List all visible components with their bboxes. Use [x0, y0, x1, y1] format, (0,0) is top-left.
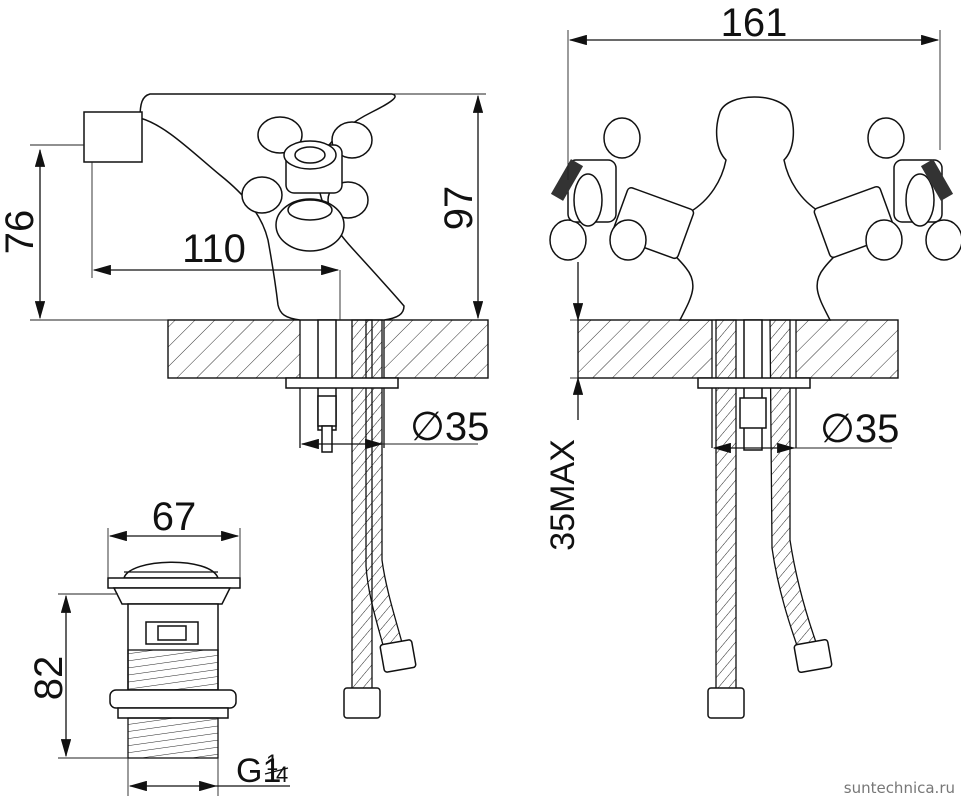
handle-cross-right	[865, 117, 961, 261]
drain-view: 67 82 G1 1 4	[27, 495, 290, 796]
dim-drain-height: 82	[27, 656, 71, 701]
drain-cap	[122, 561, 220, 579]
dim-overall-width: 161	[721, 1, 788, 45]
handle-cross-left	[549, 117, 647, 261]
dim-reach: 110	[182, 227, 246, 271]
dim-thread-main: G1	[236, 752, 281, 790]
dim-thread-num: 1	[266, 750, 278, 775]
dim-hole-right: ∅35	[820, 407, 899, 451]
watermark: suntechnica.ru	[844, 779, 955, 797]
dim-drain-width: 67	[152, 495, 197, 539]
bidet-nozzle	[83, 111, 143, 163]
side-view: 76 110 97 ∅35	[0, 93, 489, 719]
hose-right-a	[715, 319, 737, 691]
dim-hole-left: ∅35	[410, 405, 489, 449]
handle-cross-side	[241, 116, 373, 252]
front-view: 161 ∅35 35MAX	[544, 1, 961, 719]
dim-total-height: 97	[437, 186, 481, 231]
dim-max-thickness: 35MAX	[544, 439, 582, 551]
dim-spout-height: 76	[0, 210, 42, 255]
dim-thread-den: 4	[276, 762, 288, 787]
